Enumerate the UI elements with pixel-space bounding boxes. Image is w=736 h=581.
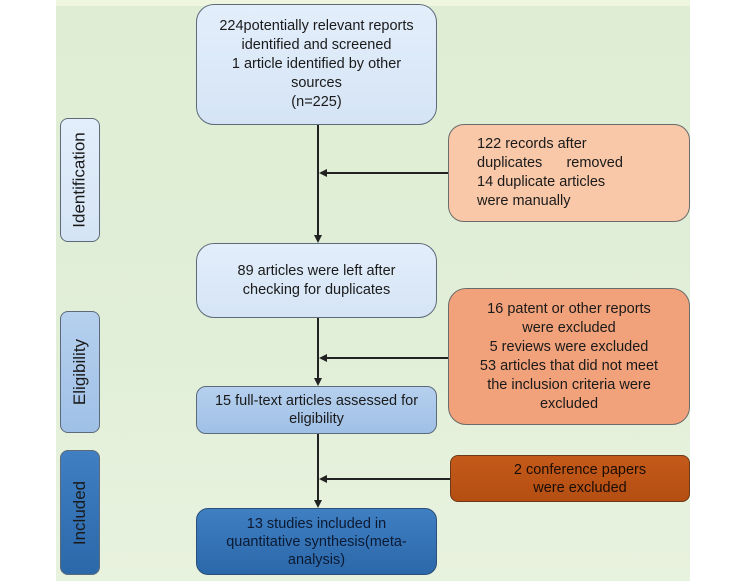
connector-full-text-to-included	[317, 433, 319, 500]
connector-duplicates-removed	[326, 172, 448, 174]
connector-excluded-records	[326, 357, 448, 359]
box-full-text-assessed-text: 15 full-text articles assessed for eligi…	[214, 393, 419, 427]
phase-included: Included	[60, 450, 100, 575]
phase-included-label: Included	[70, 480, 89, 545]
box-duplicates-removed-text: 122 records after duplicates removed 14 …	[477, 136, 623, 209]
box-studies-included-text: 13 studies included in quantitative synt…	[226, 515, 407, 568]
box-after-duplicates: 89 articles were left after checking for…	[196, 243, 437, 318]
phase-identification: Identification	[60, 118, 100, 242]
box-after-duplicates-text: 89 articles were left after checking for…	[237, 262, 396, 298]
connector-after-duplicates-to-full-text	[317, 318, 319, 378]
box-initial-records: 224potentially relevant reports identifi…	[196, 4, 437, 125]
arrow-left-icon	[319, 169, 327, 177]
arrow-down-icon	[314, 500, 322, 508]
phase-eligibility-label: Eligibility	[70, 338, 90, 406]
box-excluded-records-text: 16 patent or other reports were excluded…	[479, 300, 659, 412]
arrow-down-icon	[314, 378, 322, 386]
background-top-band	[56, 0, 690, 6]
phase-identification-label: Identification	[70, 132, 90, 228]
box-duplicates-removed: 122 records after duplicates removed 14 …	[448, 124, 690, 222]
box-conference-excluded: 2 conference papers were excluded	[450, 455, 690, 502]
connector-initial-to-after-duplicates	[317, 125, 319, 235]
phase-eligibility: Eligibility	[60, 311, 100, 433]
box-excluded-records: 16 patent or other reports were excluded…	[448, 288, 690, 425]
box-studies-included: 13 studies included in quantitative synt…	[196, 508, 437, 575]
box-initial-records-text: 224potentially relevant reports identifi…	[219, 18, 414, 110]
box-full-text-assessed: 15 full-text articles assessed for eligi…	[196, 386, 437, 434]
arrow-left-icon	[319, 475, 327, 483]
arrow-down-icon	[314, 235, 322, 243]
box-conference-excluded-text: 2 conference papers were excluded	[513, 461, 647, 496]
arrow-left-icon	[319, 354, 327, 362]
connector-conference-excluded	[326, 478, 450, 480]
